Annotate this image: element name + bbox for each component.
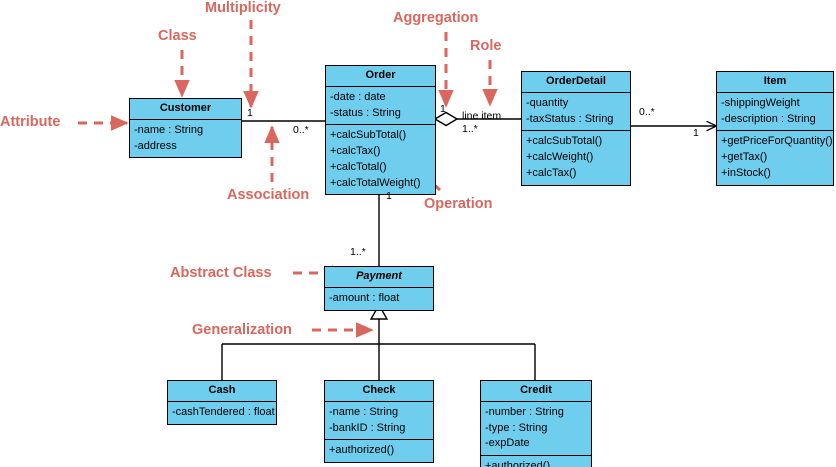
operation-row: +calcTotalWeight()	[330, 176, 421, 189]
annotation-label-multiplicity: Multiplicity	[205, 0, 281, 16]
attributes-compartment-orderdetail: -quantity -taxStatus : String	[522, 93, 630, 131]
attributes-compartment-payment: -amount : float	[325, 288, 433, 310]
multiplicity-payment-to-order: 1..*	[350, 246, 366, 258]
attribute-row: -shippingWeight	[721, 96, 800, 109]
class-box-cash[interactable]: Cash -cashTendered : float	[167, 380, 277, 425]
class-box-credit[interactable]: Credit -number : String -type : String -…	[480, 380, 592, 467]
annotation-label-role: Role	[470, 38, 502, 54]
attributes-compartment-customer: -name : String -address	[130, 120, 241, 158]
operation-row: +calcTotal()	[330, 160, 387, 173]
class-box-payment[interactable]: Payment -amount : float	[324, 266, 434, 311]
annotation-label-aggregation: Aggregation	[393, 10, 479, 26]
operations-compartment-order: +calcSubTotal() +calcTax() +calcTotal() …	[326, 124, 435, 194]
attribute-row: -type : String	[485, 421, 548, 434]
attribute-row: -status : String	[330, 106, 401, 119]
attribute-row: -number : String	[485, 405, 564, 418]
operation-row: +inStock()	[721, 166, 771, 179]
attribute-row: -bankID : String	[329, 421, 406, 434]
multiplicity-order-to-orderdetail: 1	[440, 103, 446, 115]
attribute-row: -address	[134, 139, 177, 152]
operation-row: +authorized()	[485, 460, 551, 467]
class-box-check[interactable]: Check -name : String -bankID : String +a…	[324, 380, 434, 463]
operation-row: +getPriceForQuantity()	[721, 135, 833, 148]
attributes-compartment-check: -name : String -bankID : String	[325, 402, 433, 440]
attribute-row: -cashTendered : float	[172, 405, 275, 418]
operation-row: +getTax()	[721, 151, 768, 163]
operations-compartment-credit: +authorized()	[481, 455, 591, 467]
multiplicity-customer-to-order: 1	[247, 107, 253, 119]
attribute-row: -description : String	[721, 112, 816, 125]
multiplicity-item-to-orderdetail: 1	[693, 127, 699, 139]
operation-row: +calcSubTotal()	[330, 129, 407, 142]
attributes-compartment-item: -shippingWeight -description : String	[717, 93, 833, 131]
annotation-label-class: Class	[158, 28, 197, 44]
operations-compartment-check: +authorized()	[325, 439, 433, 462]
class-box-orderdetail[interactable]: OrderDetail -quantity -taxStatus : Strin…	[521, 71, 631, 186]
attribute-row: -date : date	[330, 90, 386, 103]
class-name-credit: Credit	[481, 381, 591, 402]
class-name-orderdetail: OrderDetail	[522, 72, 630, 93]
multiplicity-orderdetail-to-order: 1..*	[462, 123, 478, 135]
operation-row: +authorized()	[329, 444, 395, 457]
operations-compartment-item: +getPriceForQuantity() +getTax() +inStoc…	[717, 130, 833, 184]
role-label-line-item: line item	[462, 110, 502, 122]
attributes-compartment-cash: -cashTendered : float	[168, 402, 276, 424]
attribute-row: -taxStatus : String	[526, 112, 614, 125]
attributes-compartment-credit: -number : String -type : String -expDate	[481, 402, 591, 455]
multiplicity-order-to-payment: 1	[386, 190, 392, 202]
operation-row: +calcSubTotal()	[526, 135, 603, 148]
multiplicity-orderdetail-to-item: 0..*	[639, 106, 655, 118]
class-name-check: Check	[325, 381, 433, 402]
operations-compartment-orderdetail: +calcSubTotal() +calcWeight() +calcTax()	[522, 130, 630, 184]
aggregation-diamond	[433, 111, 459, 127]
class-box-item[interactable]: Item -shippingWeight -description : Stri…	[716, 71, 834, 186]
operation-row: +calcTax()	[330, 145, 381, 157]
annotation-label-abstract-class: Abstract Class	[170, 265, 272, 281]
attribute-row: -quantity	[526, 96, 569, 109]
attribute-row: -amount : float	[329, 291, 400, 304]
attribute-row: -name : String	[134, 123, 204, 136]
class-name-customer: Customer	[130, 99, 241, 120]
class-name-order: Order	[326, 66, 435, 87]
annotation-label-association: Association	[227, 187, 310, 203]
attribute-row: -expDate	[485, 437, 530, 450]
class-box-order[interactable]: Order -date : date -status : String +cal…	[325, 65, 436, 196]
attribute-row: -name : String	[329, 405, 399, 418]
annotation-label-generalization: Generalization	[192, 322, 292, 338]
class-box-customer[interactable]: Customer -name : String -address	[129, 98, 242, 159]
operation-row: +calcTax()	[526, 166, 577, 179]
operation-row: +calcWeight()	[526, 151, 594, 163]
class-name-cash: Cash	[168, 381, 276, 402]
class-name-payment: Payment	[325, 267, 433, 288]
multiplicity-order-to-customer: 0..*	[293, 124, 309, 136]
class-name-item: Item	[717, 72, 833, 93]
annotation-label-operation: Operation	[424, 196, 493, 212]
annotation-label-attribute: Attribute	[0, 114, 61, 130]
attributes-compartment-order: -date : date -status : String	[326, 87, 435, 125]
